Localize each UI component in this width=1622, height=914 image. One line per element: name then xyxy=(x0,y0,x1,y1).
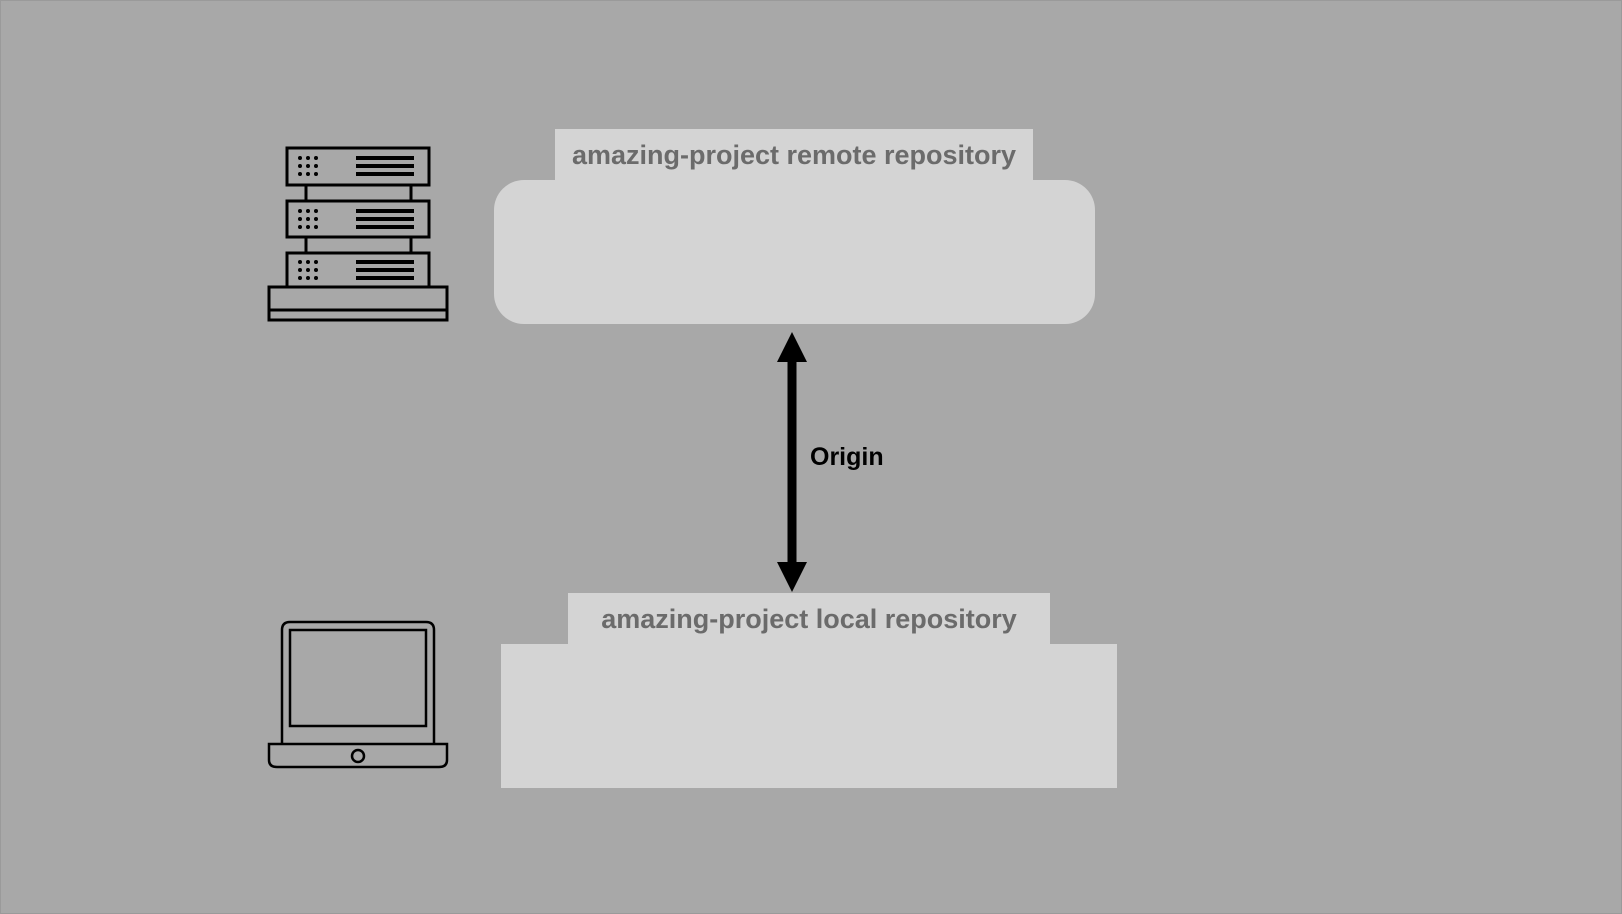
local-repository-label: amazing-project local repository xyxy=(568,593,1050,645)
laptop-icon xyxy=(267,620,449,769)
server-rack-icon xyxy=(267,146,449,322)
local-repository-box xyxy=(501,644,1117,788)
remote-repository-label: amazing-project remote repository xyxy=(555,129,1033,181)
origin-label: Origin xyxy=(810,443,884,471)
remote-repository-box xyxy=(494,180,1095,324)
double-arrow-icon xyxy=(777,332,807,592)
